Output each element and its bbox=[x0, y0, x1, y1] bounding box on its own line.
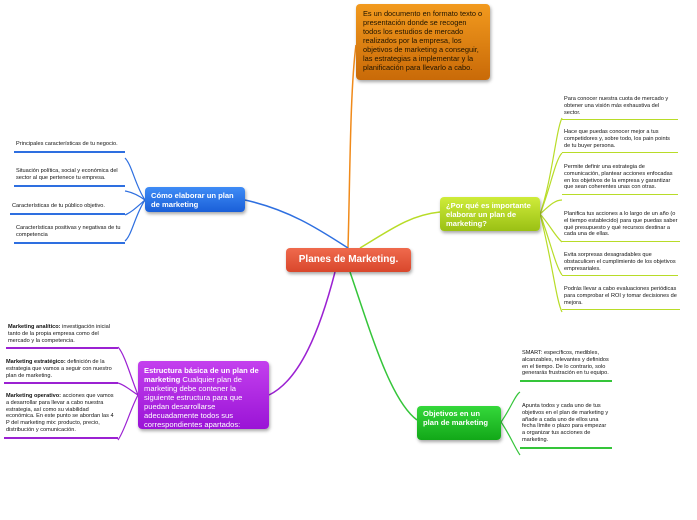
why-item-2[interactable]: Hace que puedas conocer mejor a tus comp… bbox=[562, 129, 678, 154]
objectives-branch[interactable]: Objetivos en un plan de marketing bbox=[417, 406, 501, 440]
objectives-item-1[interactable]: SMART: específicos, medibles, alcanzable… bbox=[520, 350, 612, 383]
why-item-5[interactable]: Evita sorpresas desagradables que obstac… bbox=[562, 252, 678, 277]
why-item-1[interactable]: Para conocer nuestra cuota de mercado y … bbox=[562, 96, 678, 121]
structure-item-analytic[interactable]: Marketing analítico: investigación inici… bbox=[6, 324, 118, 350]
how-item-3[interactable]: Características de tu público objetivo. bbox=[10, 203, 125, 215]
structure-item-operative[interactable]: Marketing operativo: acciones que vamos … bbox=[4, 393, 118, 439]
structure-item-strategic-label: Marketing estratégico: bbox=[6, 359, 66, 365]
structure-item-operative-label: Marketing operativo: bbox=[6, 393, 62, 399]
structure-item-analytic-label: Marketing analítico: bbox=[8, 324, 61, 330]
structure-item-strategic[interactable]: Marketing estratégico: definición de la … bbox=[4, 359, 118, 385]
objectives-item-2[interactable]: Apunta todos y cada uno de tus objetivos… bbox=[520, 403, 612, 449]
how-item-2[interactable]: Situación política, social y económica d… bbox=[14, 168, 125, 187]
why-branch[interactable]: ¿Por qué es importante elaborar un plan … bbox=[440, 197, 540, 231]
how-item-1[interactable]: Principales características de tu negoci… bbox=[14, 141, 125, 153]
central-topic[interactable]: Planes de Marketing. bbox=[286, 248, 411, 272]
structure-item-strategic-text: definición de la estrategia que vamos a … bbox=[6, 359, 112, 379]
why-item-6[interactable]: Podrás llevar a cabo evaluaciones periód… bbox=[562, 286, 680, 311]
why-item-3[interactable]: Permite definir una estrategia de comuni… bbox=[562, 164, 678, 196]
how-item-4[interactable]: Características positivas y negativas de… bbox=[14, 225, 125, 244]
structure-item-analytic-text: investigación inicial tanto de la propia… bbox=[8, 324, 110, 344]
structure-description: Cualquier plan de marketing debe contene… bbox=[144, 375, 243, 429]
structure-branch[interactable]: Estructura básica de un plan de marketin… bbox=[138, 361, 269, 429]
structure-title: Estructura básica de un plan de marketin… bbox=[144, 366, 259, 384]
why-item-4[interactable]: Planifica tus acciones a lo largo de un … bbox=[562, 211, 680, 243]
how-to-branch[interactable]: Cómo elaborar un plan de marketing bbox=[145, 187, 245, 212]
definition-node[interactable]: Es un documento en formato texto o prese… bbox=[356, 4, 490, 80]
structure-item-operative-text: acciones que vamos a desarrollar para ll… bbox=[6, 393, 114, 433]
